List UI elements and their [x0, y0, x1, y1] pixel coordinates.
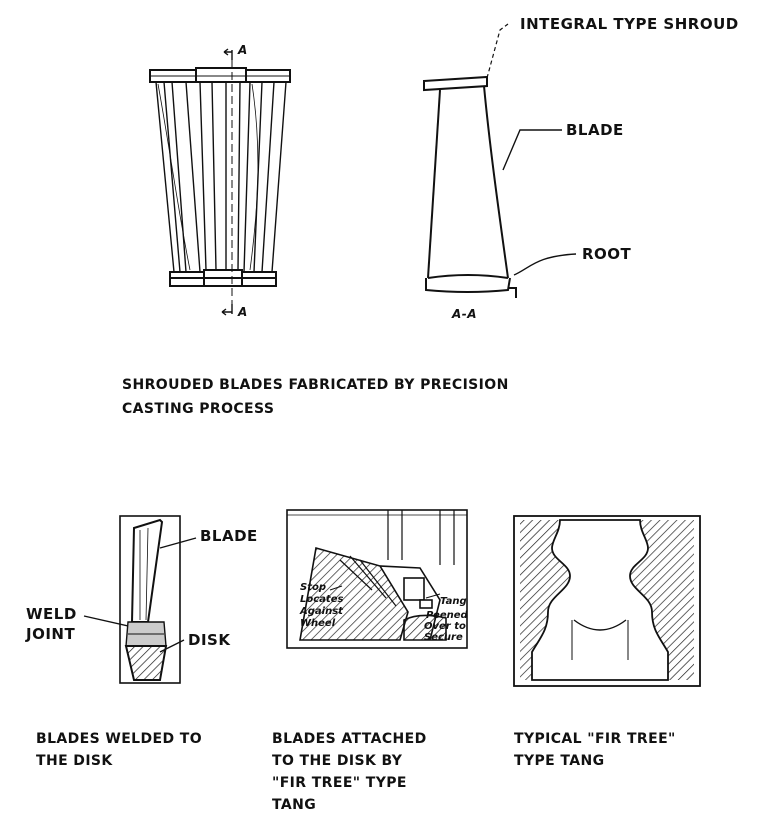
fir-tree-attach-caption-line-4: TANG — [272, 797, 317, 813]
note-tang-line-4: Secure — [424, 632, 463, 643]
weld-label-line-2: JOINT — [26, 625, 76, 643]
weld-caption-line-2: THE DISK — [36, 753, 113, 769]
disk-label: DISK — [188, 631, 231, 649]
blade-label-top: BLADE — [566, 121, 624, 139]
top-caption-line-1: SHROUDED BLADES FABRICATED BY PRECISION — [122, 377, 509, 393]
fir-tree-tang-figure — [513, 515, 701, 687]
note-stop-line-1: Stop — [300, 582, 327, 593]
note-stop-line-4: Wheel — [300, 618, 336, 629]
fir-tree-attach-caption-line-3: "FIR TREE" TYPE — [272, 775, 407, 791]
fir-tree-tang-caption-line-2: TYPE TANG — [514, 753, 605, 769]
shrouded-blade-row — [149, 48, 291, 316]
weld-label-line-1: WELD — [26, 605, 77, 623]
welded-blade-figure — [83, 515, 197, 684]
note-stop-line-3: Against — [300, 606, 343, 617]
shroud-blade-section — [423, 23, 577, 298]
root-label: ROOT — [582, 245, 632, 263]
integral-type-shroud-label: INTEGRAL TYPE SHROUD — [520, 15, 739, 33]
weld-caption-line-1: BLADES WELDED TO — [36, 731, 203, 747]
note-tang-line-2: Peened — [426, 610, 468, 621]
fir-tree-tang-caption-line-1: TYPICAL "FIR TREE" — [514, 731, 676, 747]
section-mark-bottom: A — [238, 305, 248, 319]
fir-tree-attach-caption-line-2: TO THE DISK BY — [272, 753, 403, 769]
note-stop-line-2: Locates — [300, 594, 344, 605]
section-view-label: A-A — [452, 307, 478, 321]
blade-label-weld: BLADE — [200, 527, 258, 545]
top-caption-line-2: CASTING PROCESS — [122, 401, 275, 417]
note-tang-line-3: Over to — [424, 621, 466, 632]
note-tang-line-1: Tang — [440, 596, 467, 607]
fir-tree-attachment-figure — [286, 509, 468, 649]
fir-tree-attach-caption-line-1: BLADES ATTACHED — [272, 731, 427, 747]
section-mark-top: A — [238, 43, 248, 57]
